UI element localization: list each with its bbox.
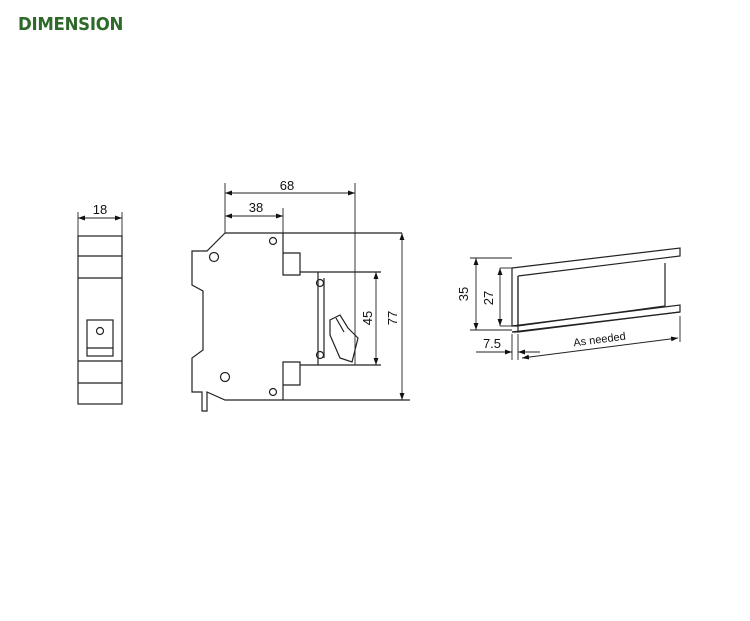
total-height-label: 77 [385,311,400,325]
front-view-toggle [86,319,114,357]
rail-height-label: 35 [456,287,471,301]
side-view-outline [191,232,410,412]
front-view-body [77,235,123,405]
page-title: DIMENSION [18,14,124,35]
width-label: 18 [93,202,107,217]
rail-inner-height-label: 27 [481,291,496,305]
depth-total-label: 68 [280,178,294,193]
depth-partial-label: 38 [249,200,263,215]
rail-length-label: As needed [573,331,627,350]
din-rail [470,247,681,360]
front-view [77,212,123,405]
din-rail-top-flange [511,247,681,277]
rail-length-dimension-line [521,336,679,360]
rail-flange-label: 7.5 [483,336,501,351]
side-view [191,183,410,412]
handle-shape [329,314,359,363]
din-rail-bottom-flange [511,311,681,333]
inner-height-label: 45 [360,311,375,325]
